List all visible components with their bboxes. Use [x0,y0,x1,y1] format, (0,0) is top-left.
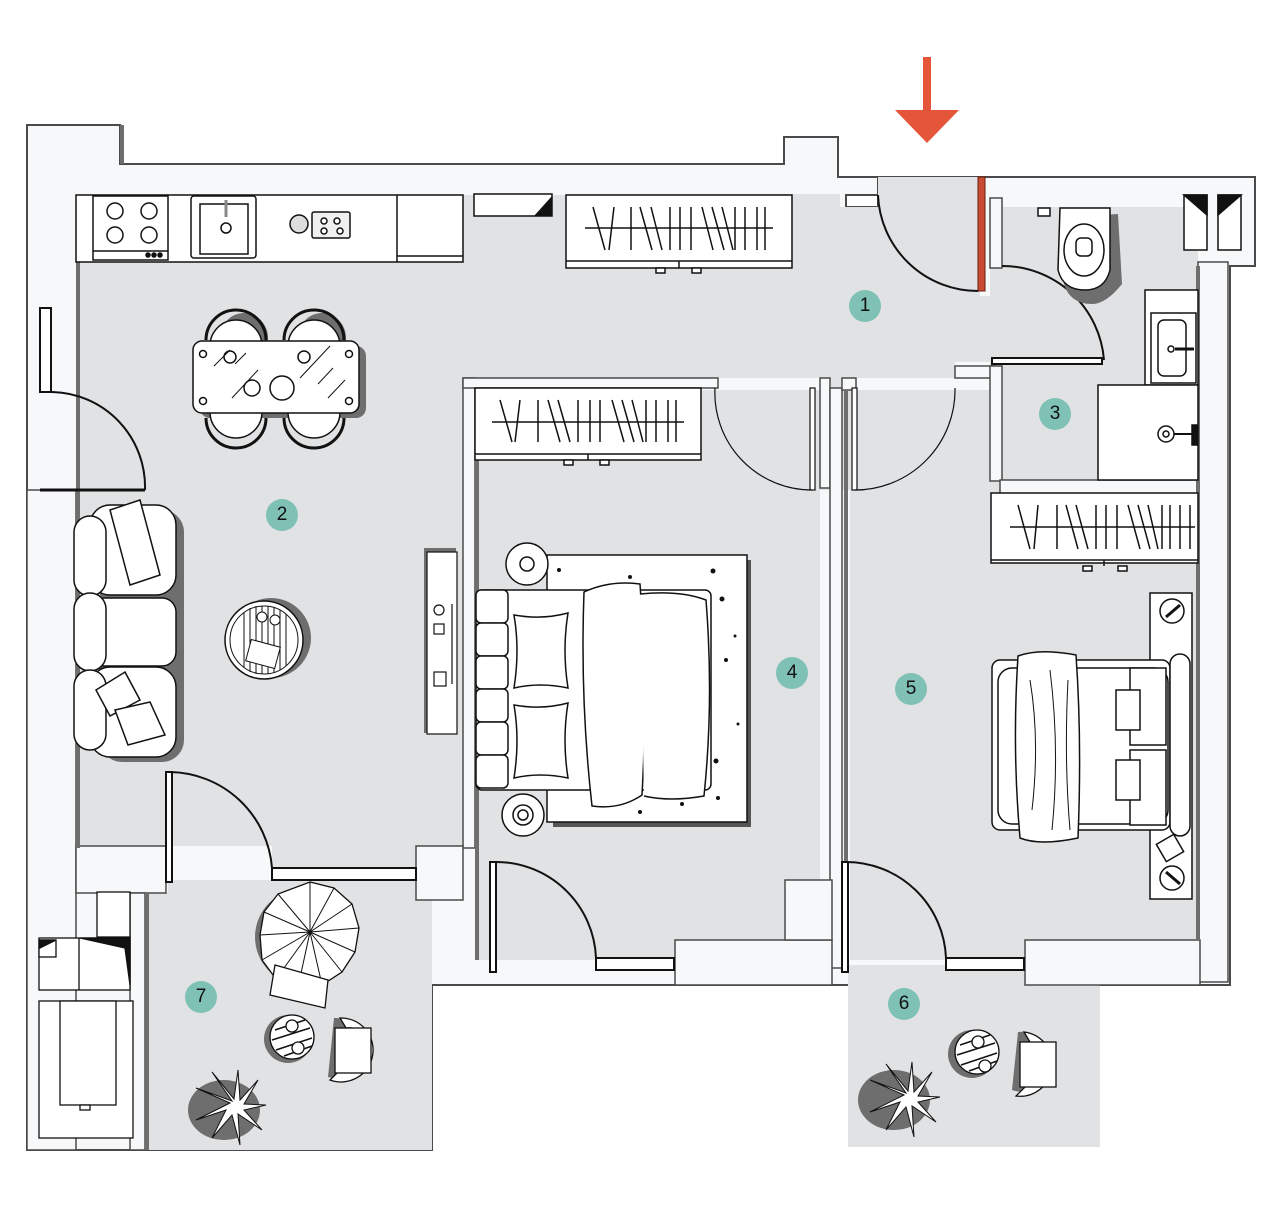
entrance-door[interactable] [877,176,986,293]
door-bedroom-5[interactable] [851,387,956,491]
door-bedroom-4[interactable] [714,387,816,491]
plant-icon [858,1061,941,1138]
room-label-4: 4 [776,657,808,689]
plant-icon [188,1069,267,1146]
balcony-6-furniture [858,1029,1057,1138]
door-balcony-7[interactable] [165,771,273,883]
fruit-bowl-icon [289,211,351,239]
wardrobe-hallway [565,194,793,274]
washbasin-icon [1144,289,1199,386]
room-label-2: 2 [266,499,298,531]
kitchen-counter [75,194,464,263]
doors [40,176,1105,973]
door-bedroom-4-bottom[interactable] [489,860,597,973]
nightstand-icon [501,793,545,837]
balcony-7-furniture [38,881,374,1146]
door-living-left[interactable] [40,391,147,492]
wardrobe-bedroom-4 [474,387,702,466]
dining-chair-icon [204,308,268,347]
dining-chair-icon [204,411,268,450]
coffee-table-icon [224,598,311,680]
storage-unit-icon [38,891,134,1139]
ventilation-ducts [1181,194,1244,251]
dining-chair-icon [282,411,346,450]
kitchen-sink-icon [190,195,257,259]
armchair-icon [328,1017,374,1083]
windows [39,307,1025,971]
dining-set [192,308,366,450]
shower-icon [1097,384,1199,481]
toilet-icon [1057,207,1122,304]
room-label-5: 5 [895,673,927,705]
side-table-icon [948,1029,1000,1078]
armchair-icon [1012,1031,1057,1097]
room-label-7: 7 [185,981,217,1013]
parasol-icon [255,881,360,988]
room-label-3: 3 [1039,398,1071,430]
sofa-icon [73,499,184,762]
nightstand-icon [505,542,549,586]
shoe-cabinet [473,193,553,217]
wardrobe-bedroom-5 [990,492,1199,572]
headboard-icon [475,589,509,789]
room-label-1: 1 [849,290,881,322]
entrance-arrow-icon [895,57,959,143]
cooktop-icon [92,195,169,261]
toilet-paper-icon [1037,207,1051,217]
double-bed-bedroom-4 [475,542,751,837]
bathroom-fixtures [1037,207,1199,481]
room-label-6: 6 [888,988,920,1020]
armchair-icon [269,964,329,1009]
dining-chair-icon [282,308,346,347]
door-balcony-6[interactable] [841,860,947,973]
tv-console-icon [424,548,458,735]
side-table-icon [264,1014,315,1063]
double-bed-bedroom-5 [991,592,1193,900]
